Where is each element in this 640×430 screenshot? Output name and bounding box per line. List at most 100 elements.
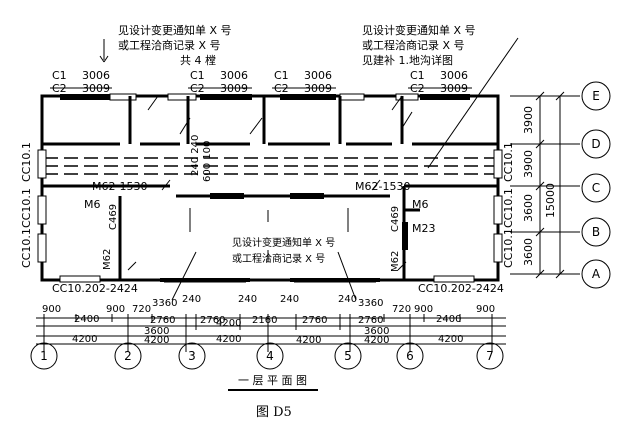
axis-label-4: 4 — [266, 349, 274, 363]
dim-240-240: 240 240 — [190, 135, 201, 176]
bottom-dim-row2: 2760 2760 2160 2760 2760 — [150, 315, 383, 326]
dim-text: 3360 — [358, 298, 383, 309]
dim-text: 240 — [280, 294, 299, 305]
plan-title: 一 层 平 面 图 — [238, 374, 307, 387]
window-label-group-a: C1 3006 C2 3009 — [50, 69, 112, 95]
window-label-group-b: C1 3006 C2 3009 — [188, 69, 252, 95]
window-label-c1: C1 — [190, 69, 205, 82]
bottom-dim-row4: 4200 4200 4200 4200 — [144, 318, 389, 346]
leader-line-middle-right — [337, 251, 357, 301]
window-label-c469-left: C469 — [108, 204, 119, 230]
bottom-dim-row1: 900 2400 900 720 3360 240 240 240 240 33… — [42, 294, 495, 325]
axis-label-3: 3 — [188, 349, 196, 363]
door-label-m62-left: M62 — [102, 249, 113, 270]
window-label-c469-right: C469 — [390, 206, 401, 232]
note-top-right-line1: 见设计变更通知单 X 号 — [362, 23, 476, 37]
axis-label-c: C — [592, 181, 600, 195]
bottom-dimension-lines — [36, 314, 506, 352]
door-label-m23: M23 — [412, 222, 436, 235]
axis-label-5: 5 — [344, 349, 352, 363]
dim-text: 900 — [476, 304, 495, 315]
axis-label-e: E — [592, 89, 600, 103]
axis-label-6: 6 — [406, 349, 414, 363]
right-dimension-chain — [510, 91, 580, 279]
dim-text: 3600 — [364, 326, 389, 337]
door-label-m62-1530-left: M62-1530 — [92, 180, 147, 193]
dim-text: 2400 — [436, 314, 461, 325]
axis-label-1: 1 — [40, 349, 48, 363]
dim-text: 2760 — [358, 315, 383, 326]
dim-text: 4200 — [216, 318, 241, 329]
dim-text: 240 — [182, 294, 201, 305]
arrow-top-left — [99, 55, 105, 63]
dim-text: 720 — [132, 304, 151, 315]
right-dim-total: 15000 — [544, 183, 557, 218]
building-walls — [37, 93, 503, 283]
dim-text: 4200 — [216, 334, 241, 345]
dim-text: 2760 — [302, 315, 327, 326]
bottom-dim-row3: 4200 3600 4200 3600 4200 — [72, 326, 463, 345]
dim-text: 2400 — [74, 314, 99, 325]
axis-label-7: 7 — [486, 349, 494, 363]
door-label-m6-right: M6 — [412, 198, 429, 211]
note-top-left-line2: 或工程洽商记录 X 号 — [118, 38, 221, 52]
window-label-c1-num: 3006 — [440, 69, 468, 82]
leader-line-top-right — [427, 37, 519, 169]
window-label-group-c: C1 3006 C2 3009 — [272, 69, 336, 95]
window-label-c1-num: 3006 — [304, 69, 332, 82]
note-top-right-line2: 或工程洽商记录 X 号 — [362, 38, 465, 52]
axis-label-d: D — [591, 137, 600, 151]
window-label-c1: C1 — [52, 69, 67, 82]
axis-label-b: B — [592, 225, 600, 239]
opening-label-cc-right: CC10.202-2424 — [418, 282, 504, 295]
side-label-right-3: CC10.1 — [502, 228, 515, 268]
dim-text: 720 — [392, 304, 411, 315]
grid-axis-letters: E D C B A — [581, 81, 611, 289]
window-label-c1-num: 3006 — [220, 69, 248, 82]
dim-text: 4200 — [72, 334, 97, 345]
figure-label: 图 D5 — [256, 405, 292, 420]
dim-text: 4200 — [296, 335, 321, 346]
window-label-c1-num: 3006 — [82, 69, 110, 82]
dim-text: 2760 — [200, 315, 225, 326]
dim-text: 240 — [238, 294, 257, 305]
dim-text: 3600 — [144, 326, 169, 337]
dim-text: 4200 — [144, 335, 169, 346]
door-label-m6-left: M6 — [84, 198, 101, 211]
dim-text: 4200 — [364, 335, 389, 346]
dim-text: 2160 — [252, 315, 277, 326]
axis-label-2: 2 — [124, 349, 132, 363]
right-dim-1: 3900 — [522, 106, 535, 134]
side-label-right-1: CC10.1 — [502, 142, 515, 182]
door-label-m62-right: M62 — [390, 251, 401, 272]
dim-600-100: 600 100 — [202, 141, 213, 182]
dim-text: 240 — [338, 294, 357, 305]
window-label-c1: C1 — [274, 69, 289, 82]
side-label-left-1: CC10.1 — [20, 142, 33, 182]
opening-label-cc-left: CC10.202-2424 — [52, 282, 138, 295]
note-floors: 共 4 樘 — [180, 53, 216, 67]
dim-text: 2760 — [150, 315, 175, 326]
side-label-right-2: CC10.1 — [502, 188, 515, 228]
note-top-left-line1: 见设计变更通知单 X 号 — [118, 23, 232, 37]
arrow-top-left-b — [103, 55, 109, 63]
note-middle-line1: 见设计变更通知单 X 号 — [232, 236, 335, 249]
grid-axis-numbers: 1 2 3 4 5 6 7 — [30, 342, 504, 370]
right-dim-4: 3600 — [522, 238, 535, 266]
side-label-left-3: CC10.1 — [20, 228, 33, 268]
right-dim-3: 3600 — [522, 194, 535, 222]
axis-label-a: A — [592, 267, 601, 281]
dim-text: 3360 — [152, 298, 177, 309]
door-label-m62-1530-right: M62-1530 — [355, 180, 410, 193]
note-middle-line2: 或工程洽商记录 X 号 — [232, 252, 325, 265]
note-top-right-line3: 见建补 1.地沟详图 — [362, 53, 453, 67]
window-label-c1: C1 — [410, 69, 425, 82]
dim-text: 900 — [414, 304, 433, 315]
dim-text: 900 — [106, 304, 125, 315]
right-dim-2: 3900 — [522, 150, 535, 178]
window-label-group-d: C1 3006 C2 3009 — [408, 69, 472, 95]
dim-text: 900 — [42, 304, 61, 315]
side-label-left-2: CC10.1 — [20, 188, 33, 228]
dim-text: 4200 — [438, 334, 463, 345]
